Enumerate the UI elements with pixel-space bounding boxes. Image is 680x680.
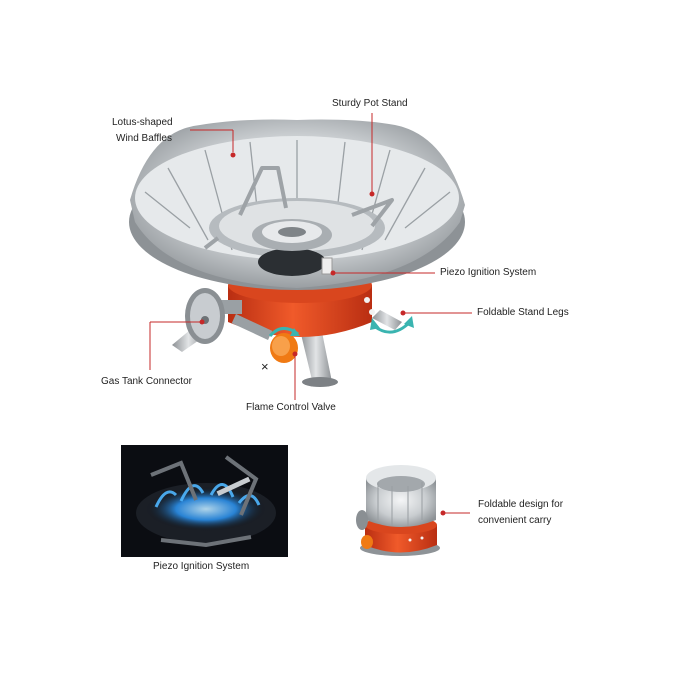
flame-photo-graphic [121, 445, 288, 557]
label-lotus-line2: Wind Baffles [116, 133, 172, 144]
label-stand-legs: Foldable Stand Legs [477, 307, 569, 318]
folded-stove-illustration [356, 465, 440, 556]
label-pot-stand: Sturdy Pot Stand [332, 98, 408, 109]
leader-lines [149, 113, 472, 516]
label-lotus-line1: Lotus-shaped [112, 117, 173, 128]
legs-rotation-arrow [370, 316, 414, 334]
label-foldable-line1: Foldable design for [478, 499, 564, 510]
label-gas-tank: Gas Tank Connector [101, 376, 192, 387]
label-foldable-line2: convenient carry [478, 515, 552, 526]
label-flame-valve: Flame Control Valve [246, 402, 336, 413]
x-mark: × [261, 359, 269, 374]
flame-photo [121, 445, 288, 557]
lotus-wind-baffles [129, 119, 465, 290]
pot-stand [203, 166, 394, 250]
gas-tank-connector [185, 288, 242, 344]
label-piezo-photo: Piezo Ignition System [153, 561, 250, 572]
burner-head [252, 219, 333, 276]
stand-legs [172, 310, 402, 387]
label-piezo-main: Piezo Ignition System [440, 267, 537, 278]
flame-control-valve [231, 314, 300, 363]
